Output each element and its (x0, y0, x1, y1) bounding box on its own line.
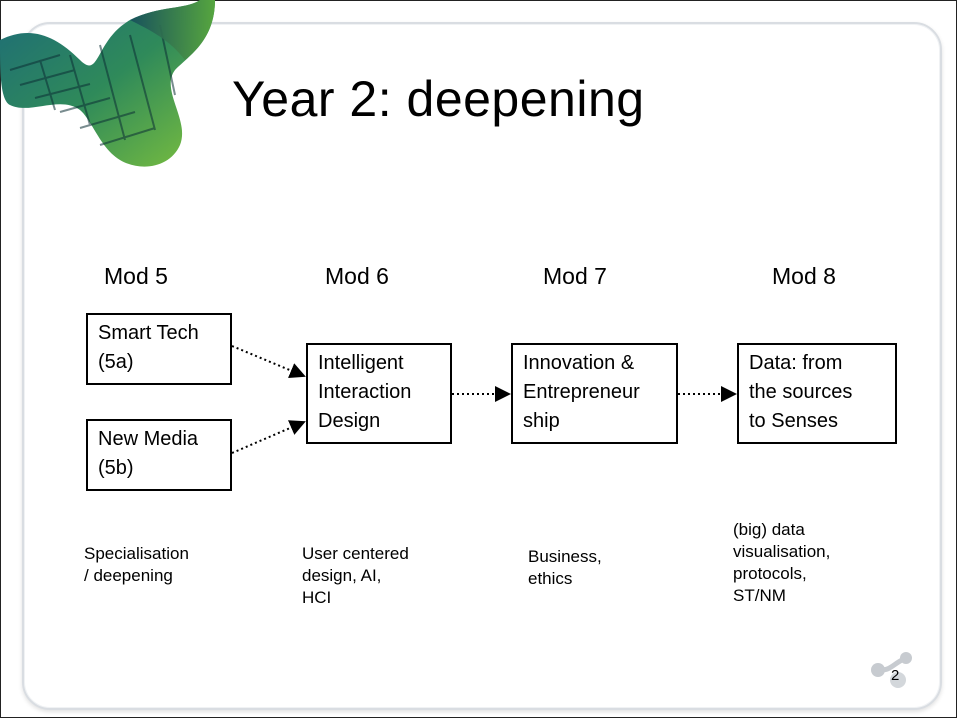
mod7-desc-line-1: Business, (528, 547, 602, 566)
logo-graphic (0, 0, 215, 167)
mod5-desc-line-1: Specialisation (84, 544, 189, 563)
new-media-box: New Media (5b) (86, 419, 232, 491)
mod7-box: Innovation & Entrepreneur ship (511, 343, 678, 444)
mod7-header: Mod 7 (543, 263, 607, 289)
mod6-header: Mod 6 (325, 263, 389, 289)
mod7-line-1: Innovation & (523, 352, 635, 374)
small-logo-icon (871, 652, 912, 688)
mod6-desc-line-3: HCI (302, 588, 332, 607)
mod8-line-1: Data: from (749, 352, 843, 374)
new-media-line-2: (5b) (98, 457, 134, 479)
mod6-desc-line-2: design, AI, (302, 566, 382, 585)
mod8-description: (big) data visualisation, protocols, ST/… (733, 519, 830, 607)
mod5-description: Specialisation / deepening (84, 543, 189, 587)
smart-tech-box: Smart Tech (5a) (86, 313, 232, 385)
slide-title: Year 2: deepening (232, 71, 645, 127)
smart-tech-line-1: Smart Tech (98, 322, 199, 344)
mod6-description: User centered design, AI, HCI (302, 543, 409, 609)
mod6-desc-line-1: User centered (302, 544, 409, 563)
mod7-line-3: ship (523, 410, 560, 432)
page-number: 2 (891, 667, 900, 684)
smart-tech-line-2: (5a) (98, 351, 134, 373)
mod6-line-2: Interaction (318, 381, 412, 403)
mod7-line-2: Entrepreneur (523, 381, 640, 403)
mod6-line-1: Intelligent (318, 352, 404, 374)
mod6-box: Intelligent Interaction Design (306, 343, 452, 444)
mod7-desc-line-2: ethics (528, 569, 573, 588)
mod8-header: Mod 8 (772, 263, 836, 289)
mod7-description: Business, ethics (528, 546, 602, 590)
mod5-header: Mod 5 (104, 263, 168, 289)
mod8-line-3: to Senses (749, 410, 838, 432)
mod5-desc-line-2: / deepening (84, 566, 173, 585)
mod8-desc-line-2: visualisation, (733, 542, 831, 561)
mod8-box: Data: from the sources to Senses (737, 343, 897, 444)
mod6-line-3: Design (318, 410, 381, 432)
mod8-desc-line-3: protocols, (733, 564, 807, 583)
mod8-desc-line-4: ST/NM (733, 586, 786, 605)
mod8-line-2: the sources (749, 381, 853, 403)
mod8-desc-line-1: (big) data (733, 520, 805, 539)
new-media-line-1: New Media (98, 428, 199, 450)
